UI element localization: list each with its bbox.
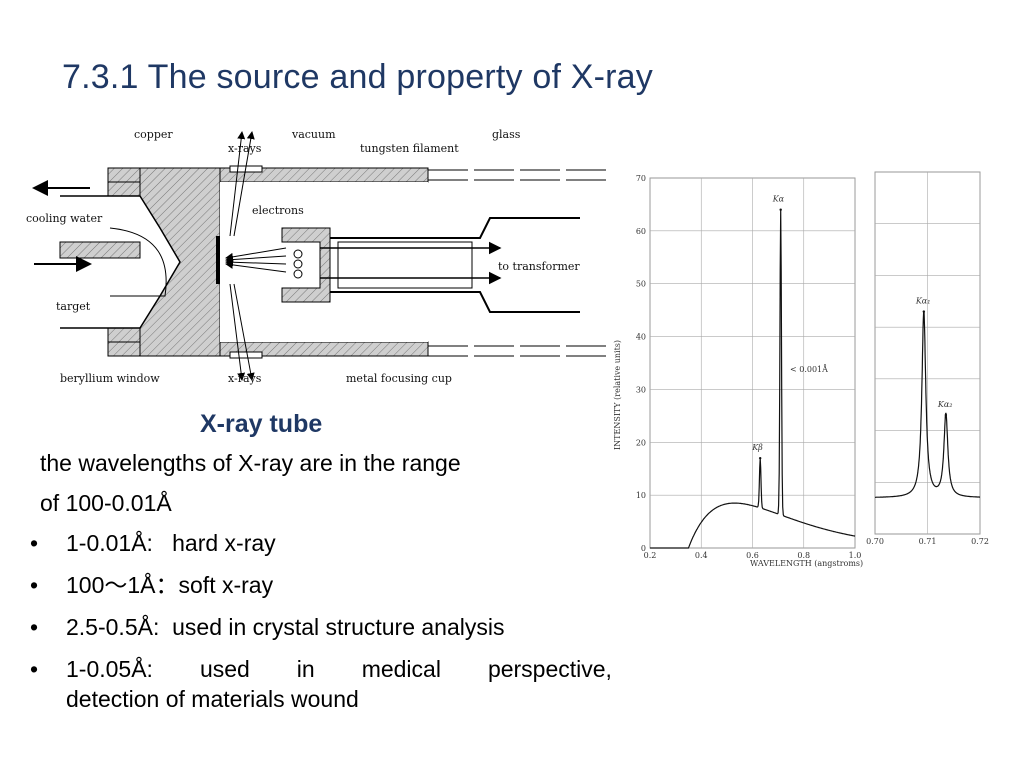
- x-tick-label: 0.71: [919, 537, 937, 546]
- label-metal-focusing-cup: metal focusing cup: [346, 372, 452, 385]
- peak-label: Kα₂: [937, 400, 953, 409]
- y-axis-label: INTENSITY (relative units): [613, 340, 622, 450]
- bullet-line-justified: 1-0.05Å: used in medical perspective,: [66, 654, 612, 684]
- label-to-transformer: to transformer: [498, 260, 580, 273]
- x-tick-label: 1.0: [849, 551, 862, 560]
- label-beryllium-window: beryllium window: [60, 372, 160, 385]
- y-tick-label: 20: [636, 438, 646, 447]
- label-target: target: [56, 300, 91, 313]
- x-tick-label: 0.70: [866, 537, 884, 546]
- target: [216, 236, 221, 284]
- linewidth-annotation: < 0.001Å: [790, 365, 828, 374]
- x-axis-label: WAVELENGTH (angstroms): [750, 559, 863, 568]
- y-tick-label: 10: [636, 491, 646, 500]
- x-tick-label: 0.6: [746, 551, 759, 560]
- y-tick-label: 50: [636, 280, 646, 289]
- bullet-range: 1-0.05Å:: [66, 656, 153, 682]
- bullet-item: 1-0.05Å: used in medical perspective, de…: [28, 654, 612, 714]
- bullet-list: 1-0.01Å: hard x-ray 100～1Å：soft x-ray 2.…: [28, 528, 612, 726]
- diagram-caption: X-ray tube: [200, 410, 323, 438]
- bullet-continuation: detection of materials wound: [66, 686, 359, 712]
- bullet-desc: soft x-ray: [178, 572, 274, 598]
- peak-point: [944, 413, 948, 417]
- bullet-word: medical: [361, 656, 441, 682]
- label-electrons: electrons: [252, 204, 304, 217]
- peak-point: [758, 456, 762, 460]
- bullet-word: used: [199, 656, 250, 682]
- y-tick-label: 30: [636, 385, 646, 394]
- bullet-range: 1-0.01Å:: [66, 530, 153, 556]
- y-tick-label: 70: [636, 174, 646, 183]
- bullet-item: 1-0.01Å: hard x-ray: [28, 528, 612, 558]
- label-xrays-bottom: x-rays: [228, 372, 262, 385]
- label-vacuum: vacuum: [291, 128, 336, 141]
- label-copper: copper: [134, 128, 173, 141]
- main-spectrum-panel: 0 10 20 30 40 50 60 70 0.2 0.4 0.6 0.8 1.0 Kβ Kα: [636, 174, 862, 560]
- peak-point: [779, 208, 782, 211]
- label-cooling-water: cooling water: [26, 212, 103, 225]
- label-xrays-top: x-rays: [228, 142, 262, 155]
- x-tick-label: 0.2: [644, 551, 657, 560]
- bullet-word: in: [296, 656, 315, 682]
- label-tungsten-filament: tungsten filament: [360, 142, 459, 155]
- bullet-item: 2.5-0.5Å: used in crystal structure anal…: [28, 612, 612, 642]
- bullet-range: 2.5-0.5Å:: [66, 614, 160, 640]
- x-tick-label: 0.72: [971, 537, 989, 546]
- bullet-word: perspective,: [487, 656, 612, 682]
- peak-label: Kα₁: [915, 297, 931, 306]
- spectrum-curve: [650, 209, 856, 549]
- zoom-spectrum-panel: 0.70 0.71 0.72 Kα₁ Kα₂: [866, 171, 989, 546]
- peak-point: [922, 310, 926, 313]
- metal-focusing-cup: [281, 227, 331, 303]
- peak-label: Kβ: [751, 443, 763, 452]
- intro-line-2: of 100-0.01Å: [40, 490, 172, 516]
- xray-tube-diagram: copper x-rays vacuum tungsten filament g…: [26, 128, 610, 385]
- y-tick-label: 60: [636, 227, 646, 236]
- x-tick-label: 0.4: [695, 551, 708, 560]
- bullet-desc: used in crystal structure analysis: [172, 614, 505, 640]
- bullet-range: 100～1Å：: [66, 572, 179, 598]
- bullet-desc: hard x-ray: [172, 530, 276, 556]
- y-tick-label: 0: [641, 544, 646, 553]
- slide-title: 7.3.1 The source and property of X-ray: [62, 58, 653, 96]
- bullet-item: 100～1Å：soft x-ray: [28, 570, 612, 600]
- intro-line-1: the wavelengths of X-ray are in the rang…: [40, 450, 461, 476]
- spectrum-curve: [875, 310, 980, 498]
- x-tick-label: 0.8: [797, 551, 810, 560]
- label-glass: glass: [492, 128, 521, 141]
- y-tick-label: 40: [636, 333, 646, 342]
- peak-label: Kα: [772, 195, 785, 204]
